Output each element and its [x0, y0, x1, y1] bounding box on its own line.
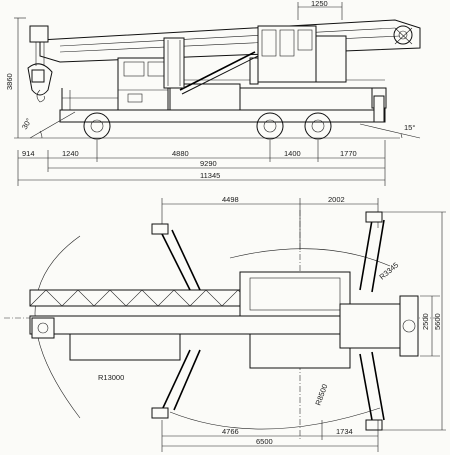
radius-r3345-label: R3345: [378, 260, 401, 281]
arc-r3345: [229, 248, 391, 267]
approach-angle-label: 30°: [20, 117, 33, 131]
dim-4498-label: 4498: [222, 195, 239, 204]
side-view: 30° 15° 1250 3860 91: [5, 0, 421, 186]
dim-9290-label: 9290: [200, 159, 217, 168]
dim-1240-label: 1240: [62, 149, 79, 158]
departure-angle-label: 15°: [404, 123, 415, 132]
dims-bottom-row: 4766 1734 6500: [161, 420, 379, 452]
boom-lattice-top: [29, 289, 281, 307]
dim-4880-label: 4880: [172, 149, 189, 158]
dims-right-vertical: 2500 5600: [382, 211, 446, 431]
arc-r13000: [34, 235, 81, 419]
dim-2002-label: 2002: [328, 195, 345, 204]
dim-914-label: 914: [22, 149, 35, 158]
dim-5600-label: 5600: [433, 313, 442, 330]
side-wheels: [83, 112, 332, 140]
dim-4766-label: 4766: [222, 427, 239, 436]
dim-6500-label: 6500: [256, 437, 273, 446]
hook-block: [27, 25, 53, 103]
dim-3860: 3860: [5, 17, 26, 138]
radius-r8500-label: R8500: [313, 383, 329, 407]
dims-top-row: 4498 2002: [161, 195, 379, 250]
dims-row-1: 914 1240 4880 1400 1770: [17, 140, 386, 186]
dim-1734-label: 1734: [336, 427, 353, 436]
dim-2500-label: 2500: [421, 313, 430, 330]
outriggers-top: [151, 211, 385, 431]
dim-3860-label: 3860: [5, 73, 14, 90]
boom-head-sheave: [393, 25, 413, 45]
dim-11345: 11345: [18, 171, 385, 181]
crane-cabin: [249, 25, 347, 85]
radius-r13000-label: R13000: [98, 373, 124, 382]
boom: [39, 19, 421, 63]
dim-1250: 1250: [297, 0, 343, 20]
departure-angle-rear: 15°: [359, 123, 421, 139]
dim-9290: 9290: [48, 159, 385, 169]
truck-body-top: [29, 271, 419, 369]
rear-outrigger: [373, 95, 385, 123]
hook-block-top: [31, 317, 55, 339]
dim-1770-label: 1770: [340, 149, 357, 158]
dim-1250-label: 1250: [311, 0, 328, 8]
dim-1400-label: 1400: [284, 149, 301, 158]
luffing-cylinder: [163, 37, 259, 95]
chassis: [59, 79, 387, 123]
arc-r8500-bottom: [169, 407, 381, 430]
truck-cab: [61, 57, 169, 119]
top-view: 4498 2002: [4, 195, 446, 452]
dim-11345-label: 11345: [200, 171, 220, 180]
